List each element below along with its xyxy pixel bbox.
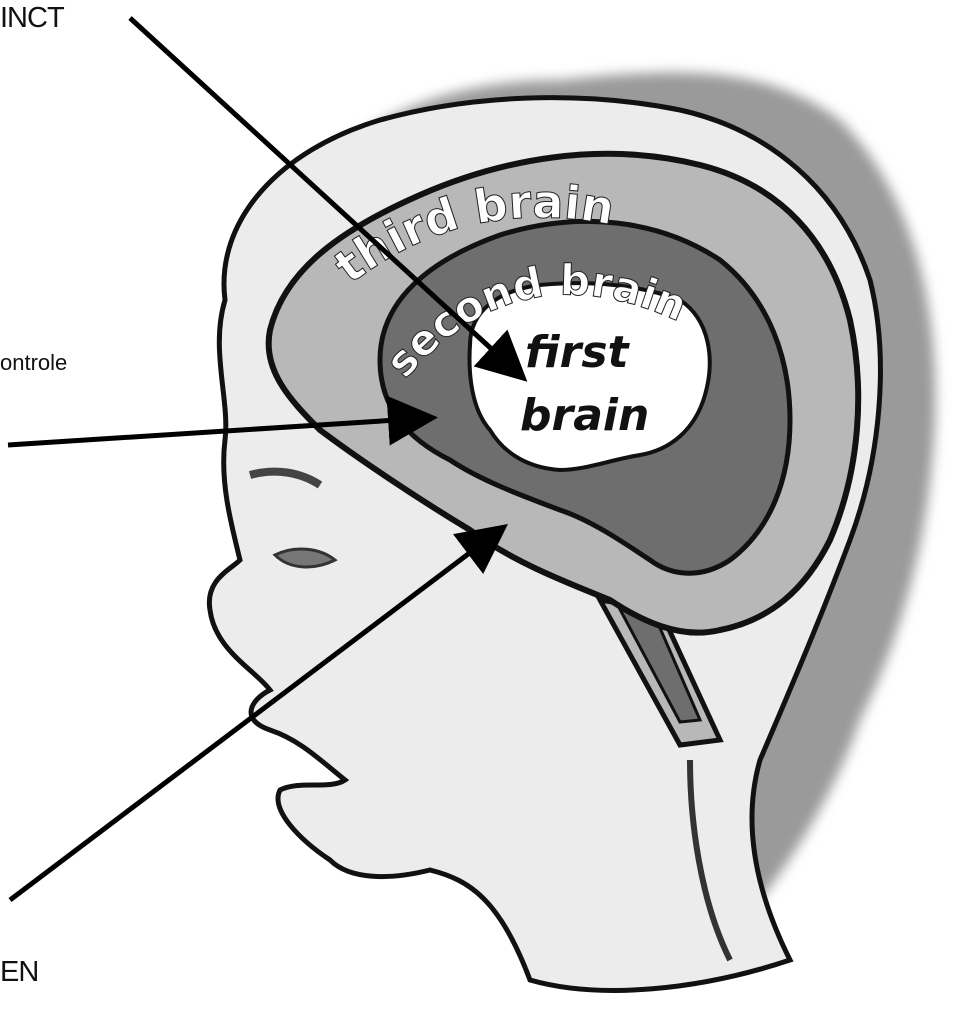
first-brain-label-line1: first — [525, 327, 631, 378]
first-brain-label-line2: brain — [520, 390, 649, 441]
